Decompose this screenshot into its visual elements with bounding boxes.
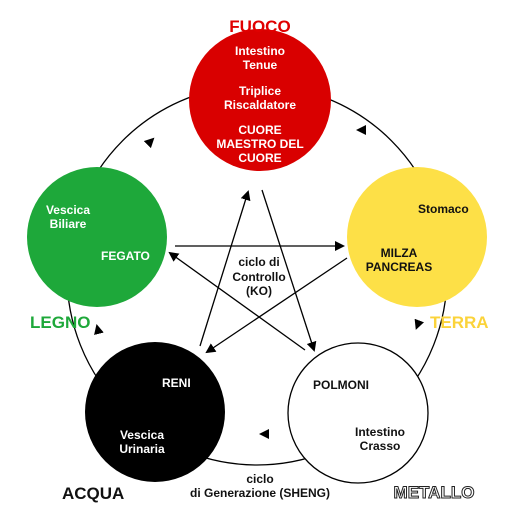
fire-organ-line: Intestino xyxy=(235,44,285,58)
fire-circle xyxy=(189,29,331,171)
metal-circle xyxy=(287,342,429,484)
sheng-cycle-line: di Generazione (SHENG) xyxy=(189,486,331,501)
water-element-label: ACQUA xyxy=(62,484,125,503)
ko-arrow-fire-to-metal xyxy=(261,189,317,352)
fire-organ-line: Riscaldatore xyxy=(223,98,297,113)
metal-element-label: METALLO xyxy=(394,483,475,502)
earth-organ-stomach: Stomaco xyxy=(418,202,469,216)
earth-organ-line: PANCREAS xyxy=(365,260,433,275)
water-organ-line: Urinaria xyxy=(119,442,165,457)
wood-organ-line: Vescica xyxy=(45,203,91,217)
ko-arrow-metal-to-wood xyxy=(168,251,306,351)
wood-organ-liver: FEGATO xyxy=(101,249,150,263)
water-circle xyxy=(85,342,225,482)
metal-organ-line: Intestino xyxy=(355,425,405,439)
ko-arrow-water-to-fire xyxy=(199,190,251,347)
sheng-arrow-water-to-wood xyxy=(94,324,104,335)
sheng-arrow-earth-to-metal xyxy=(414,318,424,330)
earth-circle xyxy=(347,167,487,307)
wood-circle xyxy=(27,167,167,307)
fire-organs-triple-heater: Triplice Riscaldatore xyxy=(200,84,320,112)
ko-cycle-label: ciclo di Controllo (KO) xyxy=(214,255,304,299)
ko-cycle-line: Controllo xyxy=(232,269,286,284)
wood-organs-gallbladder: Vescica Biliare xyxy=(38,203,98,231)
metal-organs-large-intestine: Intestino Crasso xyxy=(340,425,420,453)
fire-organ-line: CUORE xyxy=(238,123,282,137)
ko-cycle-line: (KO) xyxy=(246,284,272,299)
earth-element-label: TERRA xyxy=(430,313,489,332)
metal-organ-line: Crasso xyxy=(359,439,401,454)
water-organ-kidneys: RENI xyxy=(162,376,191,390)
wood-organ-line: Biliare xyxy=(49,217,87,232)
fire-organ-line: Tenue xyxy=(242,58,278,73)
wood-element-label: LEGNO xyxy=(30,313,91,332)
fire-organs-heart: CUORE MAESTRO DEL CUORE xyxy=(200,123,320,165)
ko-cycle-line: ciclo di xyxy=(238,255,280,269)
water-organ-line: Vescica xyxy=(119,428,165,442)
fire-organ-line: MAESTRO DEL xyxy=(216,137,304,152)
fire-organs-small-intestine: Intestino Tenue xyxy=(200,44,320,72)
sheng-cycle-line: ciclo xyxy=(246,472,274,486)
water-organs-bladder: Vescica Urinaria xyxy=(102,428,182,456)
sheng-arrow-wood-to-fire xyxy=(143,137,155,149)
earth-organ-line: MILZA xyxy=(380,246,418,260)
fire-organ-line: Triplice xyxy=(238,84,282,98)
metal-organ-lungs: POLMONI xyxy=(313,378,369,392)
earth-organs-spleen-pancreas: MILZA PANCREAS xyxy=(356,246,442,274)
sheng-cycle-label: ciclo di Generazione (SHENG) xyxy=(170,472,350,500)
fire-element-label: FUOCO xyxy=(229,17,291,36)
fire-organ-line: CUORE xyxy=(238,151,282,166)
ko-arrow-earth-to-water xyxy=(205,257,348,354)
